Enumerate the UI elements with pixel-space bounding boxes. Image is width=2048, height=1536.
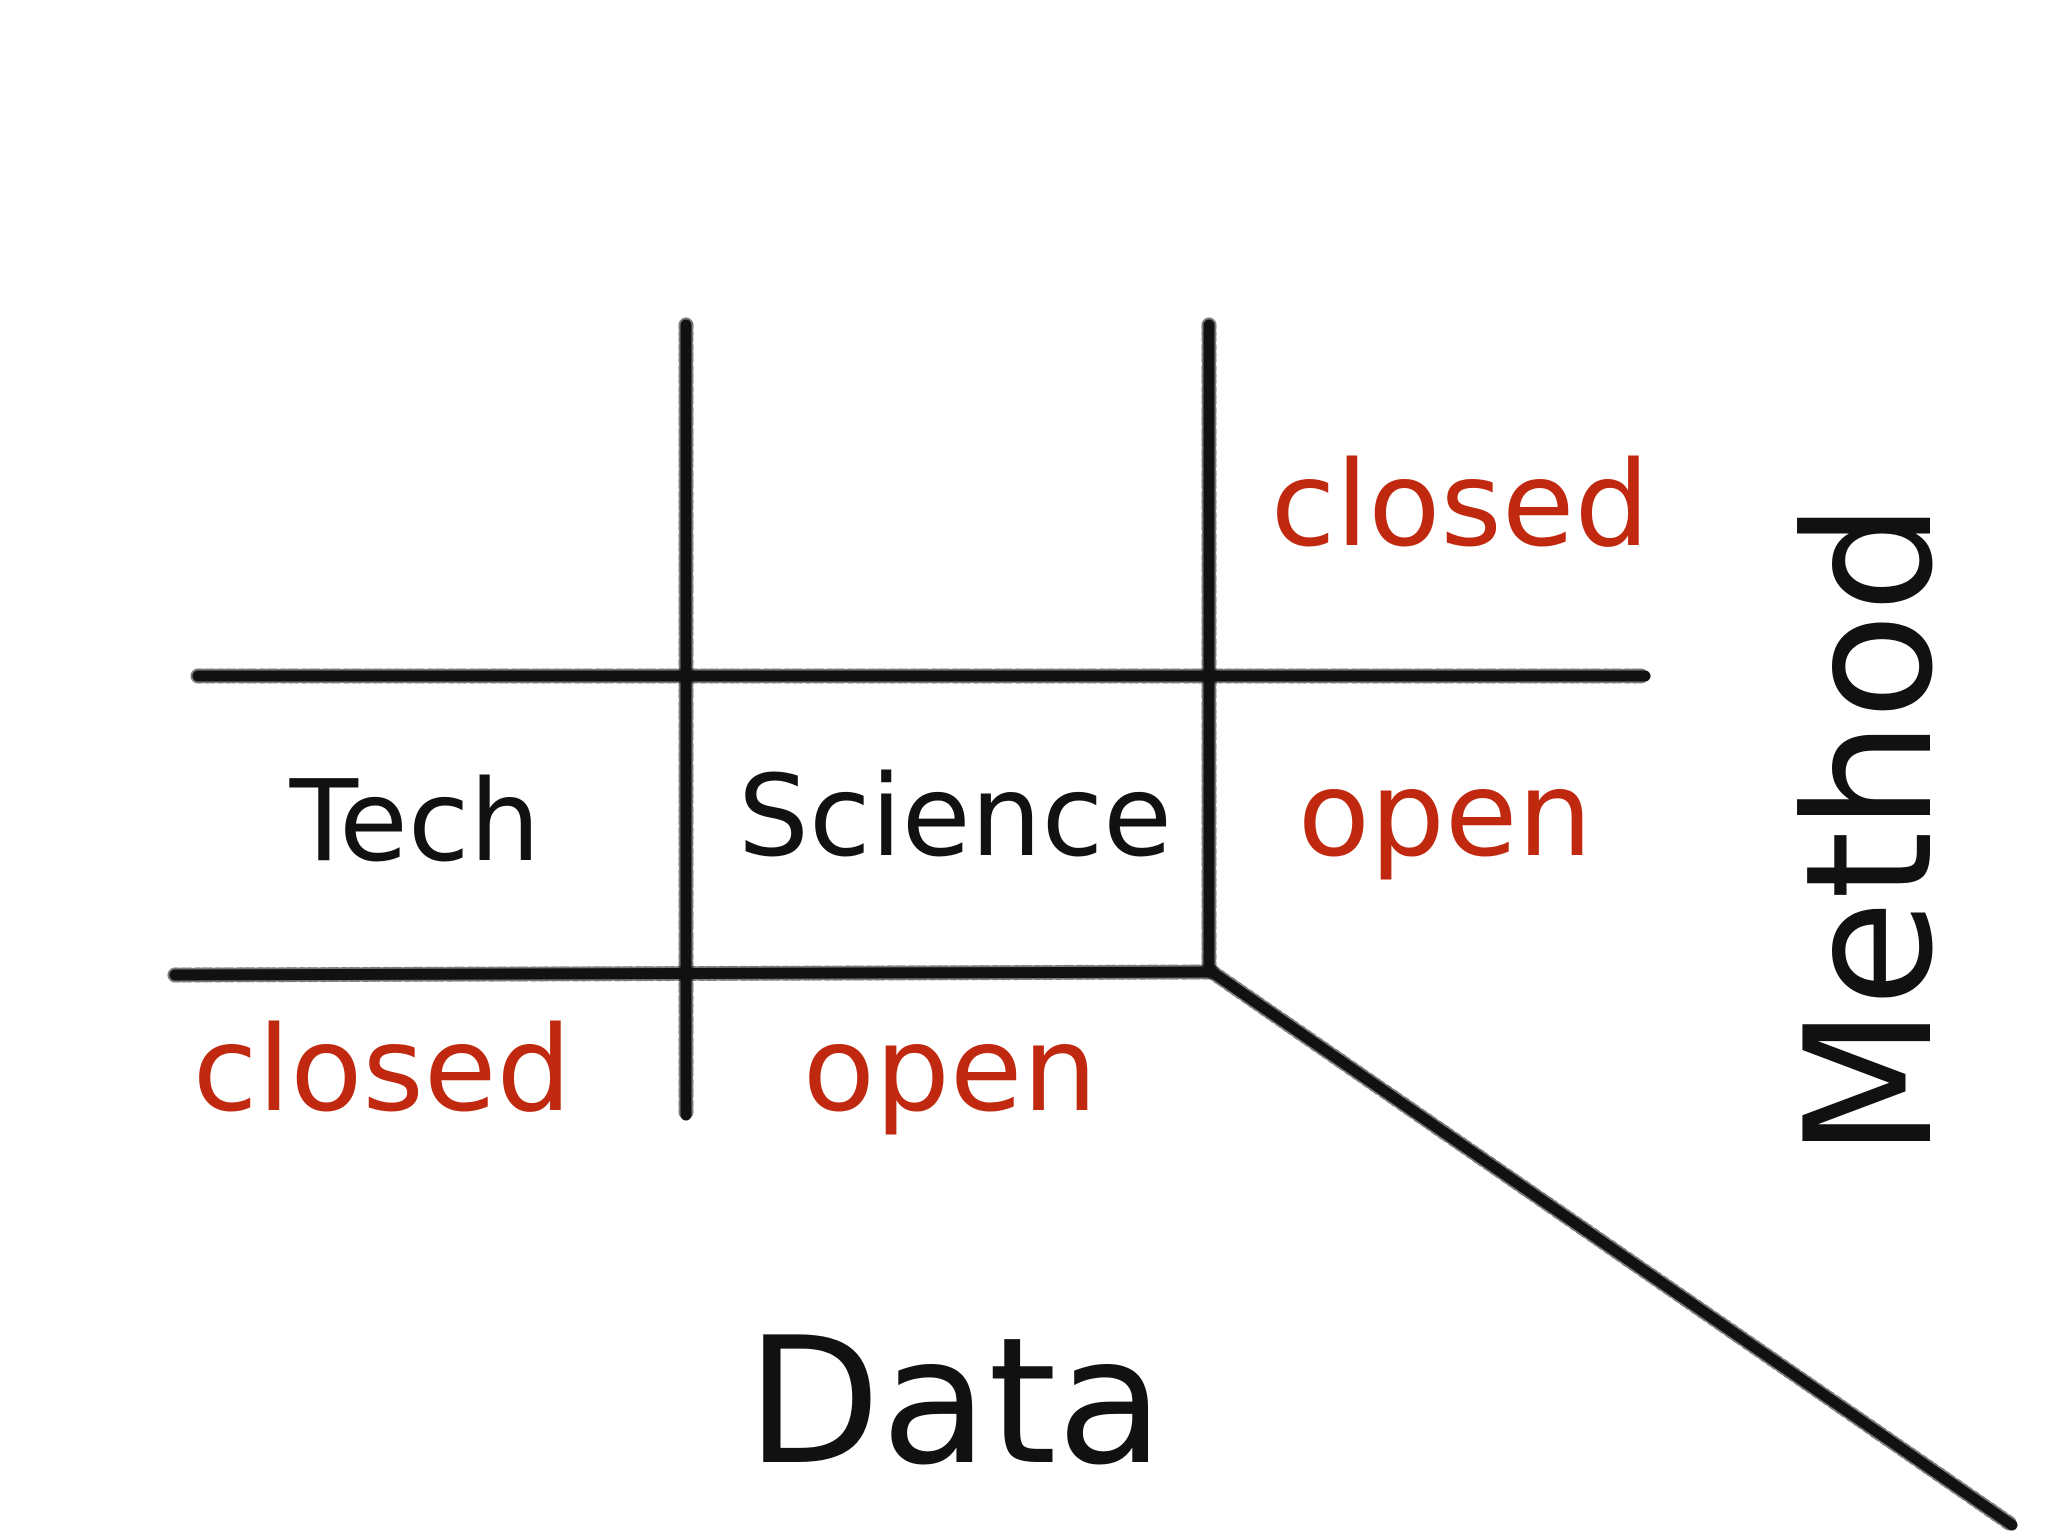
label-tech: Tech	[289, 757, 541, 887]
grid-line-diagonal-core	[1206, 966, 2018, 1531]
axis-label-method: Method	[1769, 502, 1972, 1158]
label-method-closed: closed	[1271, 435, 1650, 573]
label-science: Science	[738, 752, 1172, 882]
grid-line-horizontal-bottom-core	[169, 966, 1218, 981]
label-data-open: open	[803, 1000, 1097, 1138]
label-data-closed: closed	[193, 1000, 572, 1138]
grid-lines	[167, 317, 2020, 1533]
label-method-open: open	[1298, 745, 1592, 883]
axis-label-data: Data	[746, 1301, 1164, 1504]
